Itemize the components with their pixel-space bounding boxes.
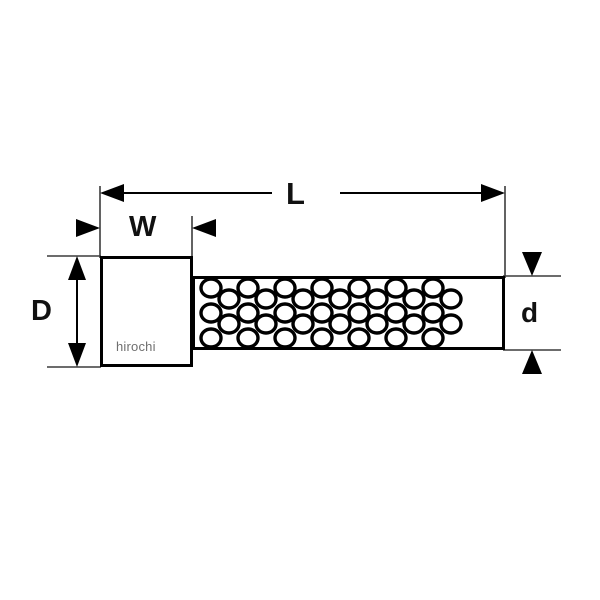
- knurl-circle: [199, 302, 223, 324]
- dimension-L-arrow-left: [100, 184, 124, 202]
- knurl-circle: [384, 327, 408, 349]
- dimension-label-D: D: [31, 295, 52, 327]
- knurl-circle: [254, 313, 278, 335]
- knurl-circle: [365, 313, 389, 335]
- dimension-W-arrow-left: [76, 219, 100, 237]
- knurl-circle: [347, 302, 371, 324]
- knurl-circle: [421, 302, 445, 324]
- knurl-circle: [199, 277, 223, 299]
- dimension-W-arrow-right: [192, 219, 216, 237]
- knurl-circle: [402, 288, 426, 310]
- dimension-label-L: L: [286, 176, 305, 211]
- knurl-circle: [273, 327, 297, 349]
- knurl-circle: [273, 302, 297, 324]
- knurl-circle: [384, 302, 408, 324]
- knurl-circle: [328, 313, 352, 335]
- knurl-circle: [310, 302, 334, 324]
- knurl-circle: [439, 288, 463, 310]
- knurl-circle: [328, 288, 352, 310]
- knurl-circle: [217, 288, 241, 310]
- knurl-circle: [421, 277, 445, 299]
- knurl-circle: [310, 327, 334, 349]
- knurl-circle: [365, 288, 389, 310]
- knurl-circle-field: [199, 277, 463, 349]
- knurl-circle: [439, 313, 463, 335]
- dimension-small-d: [522, 252, 542, 374]
- knurl-circle: [402, 313, 426, 335]
- knurl-circle: [421, 327, 445, 349]
- knurl-circle: [273, 277, 297, 299]
- dimension-small-d-arrow-bottom: [522, 350, 542, 374]
- knurl-circle: [236, 327, 260, 349]
- knurl-circle: [347, 277, 371, 299]
- knurl-circle: [347, 327, 371, 349]
- dimension-label-W: W: [129, 211, 157, 243]
- dimension-D: [68, 256, 86, 367]
- dimension-L: [100, 184, 505, 202]
- knurl-circle: [291, 288, 315, 310]
- knurl-circle: [236, 277, 260, 299]
- dimension-L-arrow-right: [481, 184, 505, 202]
- knurl-circle: [199, 327, 223, 349]
- knurl-circle: [254, 288, 278, 310]
- dimension-D-arrow-top: [68, 256, 86, 280]
- dimension-W: [76, 219, 216, 237]
- dimension-D-arrow-bottom: [68, 343, 86, 367]
- knurl-circle: [291, 313, 315, 335]
- knurl-circle: [236, 302, 260, 324]
- watermark-text: hirochi: [116, 339, 156, 354]
- dimension-label-small-d: d: [521, 297, 539, 328]
- dimension-small-d-arrow-top: [522, 252, 542, 276]
- knurl-circle: [384, 277, 408, 299]
- knurl-circle: [310, 277, 334, 299]
- knurl-circle: [217, 313, 241, 335]
- head-block: [100, 256, 193, 367]
